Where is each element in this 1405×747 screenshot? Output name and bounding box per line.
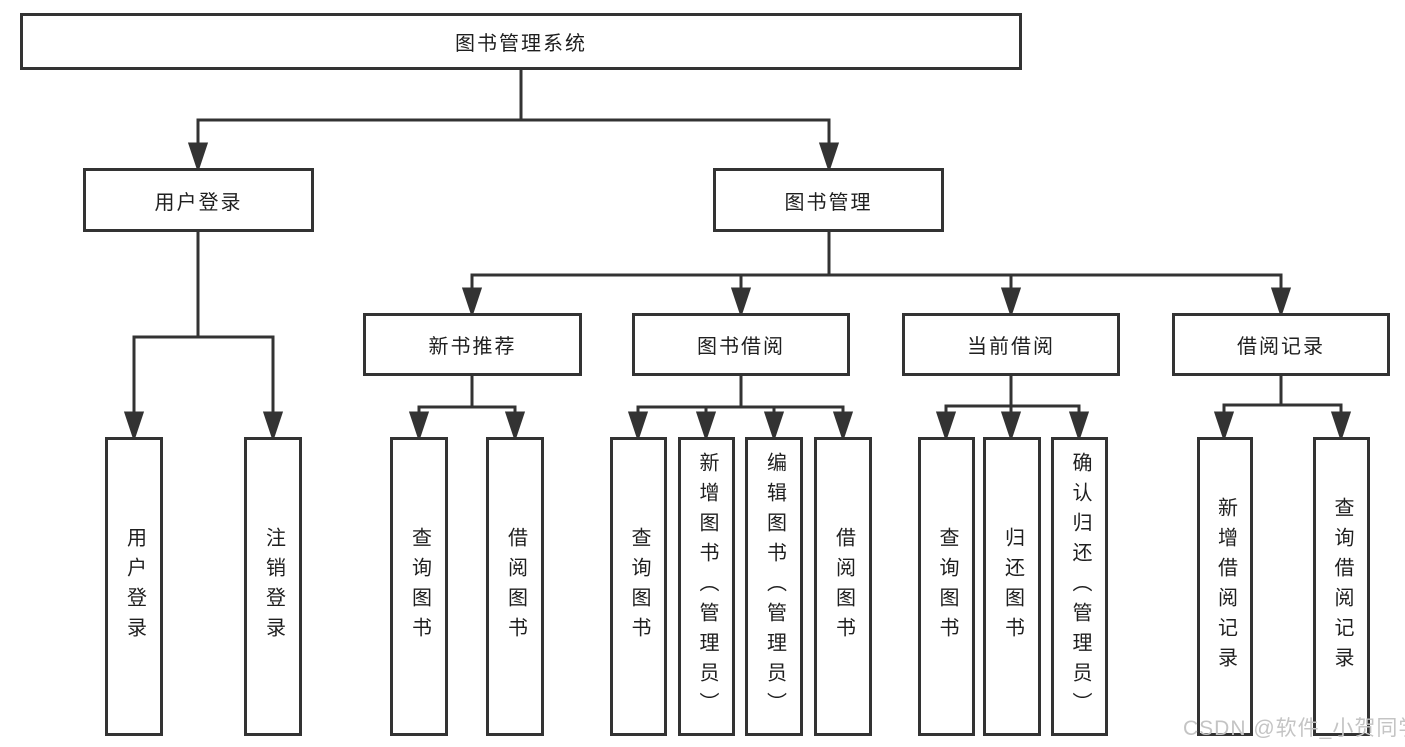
leaf-label: 归还图书	[1001, 526, 1024, 647]
leaf-record-add-borrow-record: 新增借阅记录	[1197, 437, 1253, 736]
leaf-label: 借阅图书	[832, 526, 855, 647]
node-current-borrow: 当前借阅	[902, 313, 1120, 376]
leaf-borrow-borrow-book: 借阅图书	[814, 437, 872, 736]
node-book-borrow: 图书借阅	[632, 313, 850, 376]
leaf-label: 注销登录	[262, 526, 285, 647]
leaf-label: 新增图书（管理员）	[696, 451, 718, 722]
node-borrow-record: 借阅记录	[1172, 313, 1390, 376]
watermark-text: CSDN @软件_小贺同学	[1183, 717, 1405, 740]
node-book-management: 图书管理	[713, 168, 944, 232]
leaf-record-query-borrow-record: 查询借阅记录	[1313, 437, 1370, 736]
node-label: 图书管理系统	[455, 33, 587, 55]
leaf-borrow-add-book-admin: 新增图书（管理员）	[678, 437, 735, 736]
leaf-label: 新增借阅记录	[1214, 496, 1237, 677]
leaf-label: 查询图书	[408, 526, 431, 647]
leaf-borrow-edit-book-admin: 编辑图书（管理员）	[745, 437, 803, 736]
node-label: 新书推荐	[428, 336, 517, 358]
leaf-label: 确认归还（管理员）	[1069, 451, 1091, 722]
node-label: 图书借阅	[697, 336, 785, 358]
leaf-label: 用户登录	[123, 526, 146, 647]
leaf-current-confirm-return-admin: 确认归还（管理员）	[1051, 437, 1108, 736]
leaf-newbook-query-book: 查询图书	[390, 437, 448, 736]
node-label: 借阅记录	[1237, 336, 1325, 358]
leaf-label: 查询图书	[936, 526, 958, 647]
leaf-logout-login: 注销登录	[244, 437, 302, 736]
leaf-newbook-borrow-book: 借阅图书	[486, 437, 544, 736]
leaf-borrow-query-book: 查询图书	[610, 437, 667, 736]
leaf-label: 查询借阅记录	[1331, 496, 1353, 677]
node-root-system: 图书管理系统	[20, 13, 1022, 70]
node-new-book-recommend: 新书推荐	[363, 313, 582, 376]
leaf-label: 编辑图书（管理员）	[763, 451, 786, 722]
node-label: 当前借阅	[967, 336, 1055, 358]
leaf-label: 查询图书	[628, 526, 650, 647]
leaf-user-login: 用户登录	[105, 437, 163, 736]
node-label: 用户登录	[154, 191, 243, 214]
leaf-label: 借阅图书	[504, 526, 527, 647]
node-user-login: 用户登录	[83, 168, 314, 232]
node-label: 图书管理	[784, 191, 873, 214]
leaf-current-return-book: 归还图书	[983, 437, 1041, 736]
leaf-current-query-book: 查询图书	[918, 437, 975, 736]
